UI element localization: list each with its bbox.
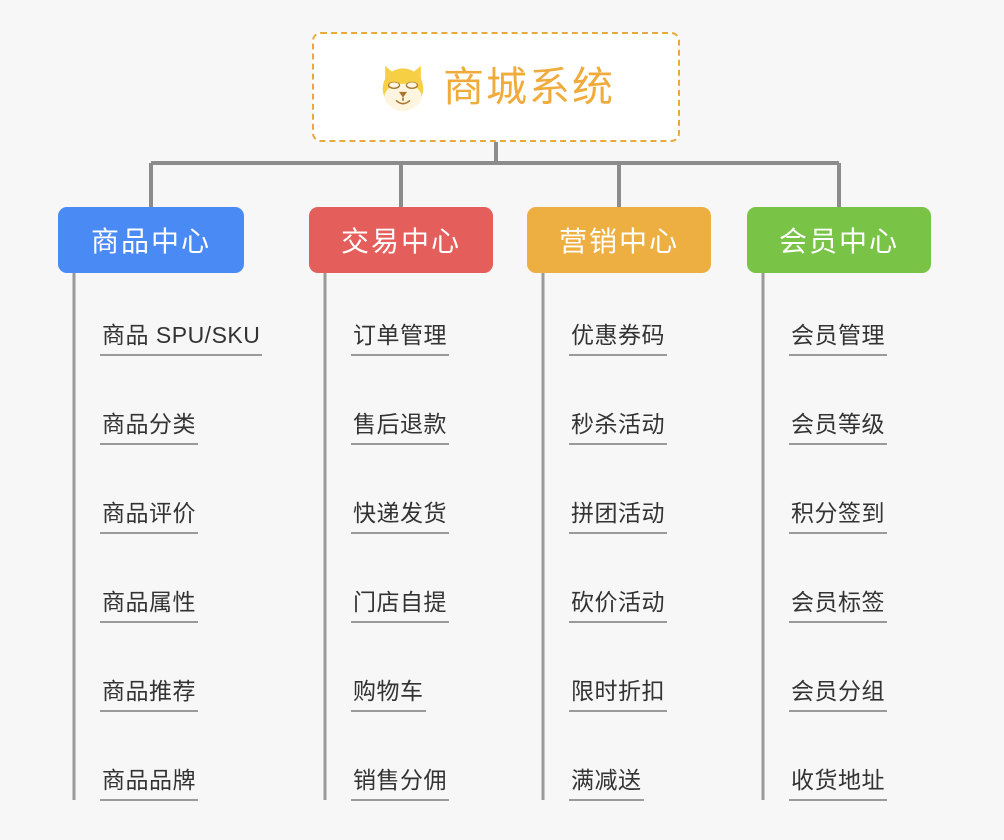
leaf-item-label: 商品分类 (100, 411, 198, 445)
leaf-item[interactable]: 商品分类 (100, 403, 198, 445)
leaf-item-label: 快递发货 (351, 500, 449, 534)
leaf-item-label: 会员分组 (789, 678, 887, 712)
category-label: 商品中心 (90, 226, 211, 257)
leaf-item[interactable]: 砍价活动 (569, 581, 667, 623)
leaf-item[interactable]: 会员管理 (789, 314, 887, 356)
leaf-item[interactable]: 收货地址 (789, 759, 887, 801)
category-box-trade-center[interactable]: 交易中心 (309, 207, 493, 273)
leaf-item-label: 会员标签 (789, 589, 887, 623)
leaf-item-label: 商品评价 (100, 500, 198, 534)
leaf-item-label: 商品品牌 (100, 767, 198, 801)
root-node[interactable]: 商城系统 (312, 32, 680, 142)
leaf-item-label: 砍价活动 (569, 589, 667, 623)
leaf-item-label: 售后退款 (351, 411, 449, 445)
leaf-item[interactable]: 积分签到 (789, 492, 887, 534)
category-box-member-center[interactable]: 会员中心 (747, 207, 931, 273)
leaf-item-label: 优惠券码 (569, 322, 667, 356)
leaf-item-label: 商品推荐 (100, 678, 198, 712)
leaf-item-label: 积分签到 (789, 500, 887, 534)
leaf-item-label: 会员管理 (789, 322, 887, 356)
root-title: 商城系统 (443, 63, 615, 110)
leaf-item-label: 满减送 (569, 767, 644, 801)
leaf-item[interactable]: 商品推荐 (100, 670, 198, 712)
leaf-item[interactable]: 售后退款 (351, 403, 449, 445)
category-box-product-center[interactable]: 商品中心 (58, 207, 244, 273)
leaf-item[interactable]: 秒杀活动 (569, 403, 667, 445)
leaf-item[interactable]: 商品品牌 (100, 759, 198, 801)
category-label: 交易中心 (340, 226, 461, 257)
leaf-item-label: 商品 SPU/SKU (100, 322, 263, 356)
leaf-item[interactable]: 限时折扣 (569, 670, 667, 712)
leaf-item-label: 收货地址 (789, 767, 887, 801)
leaf-item[interactable]: 满减送 (569, 759, 644, 801)
leaf-item-label: 商品属性 (100, 589, 198, 623)
leaf-item[interactable]: 快递发货 (351, 492, 449, 534)
leaf-item[interactable]: 订单管理 (351, 314, 449, 356)
leaf-item-label: 门店自提 (351, 589, 449, 623)
leaf-item[interactable]: 销售分佣 (351, 759, 449, 801)
leaf-item[interactable]: 会员等级 (789, 403, 887, 445)
leaf-item[interactable]: 商品评价 (100, 492, 198, 534)
category-label: 营销中心 (558, 226, 679, 257)
leaf-item-label: 购物车 (351, 678, 426, 712)
leaf-item[interactable]: 会员标签 (789, 581, 887, 623)
leaf-item-label: 拼团活动 (569, 500, 667, 534)
category-label: 会员中心 (778, 226, 899, 257)
leaf-item[interactable]: 优惠券码 (569, 314, 667, 356)
leaf-item[interactable]: 购物车 (351, 670, 426, 712)
leaf-item[interactable]: 门店自提 (351, 581, 449, 623)
leaf-item-label: 秒杀活动 (569, 411, 667, 445)
leaf-item[interactable]: 拼团活动 (569, 492, 667, 534)
category-box-marketing-center[interactable]: 营销中心 (527, 207, 711, 273)
leaf-item-label: 会员等级 (789, 411, 887, 445)
shiba-dog-face-icon (382, 65, 424, 112)
leaf-item-label: 销售分佣 (351, 767, 449, 801)
leaf-item[interactable]: 会员分组 (789, 670, 887, 712)
leaf-item-label: 订单管理 (351, 322, 449, 356)
leaf-item[interactable]: 商品属性 (100, 581, 198, 623)
leaf-item-label: 限时折扣 (569, 678, 667, 712)
leaf-item[interactable]: 商品 SPU/SKU (100, 314, 263, 356)
